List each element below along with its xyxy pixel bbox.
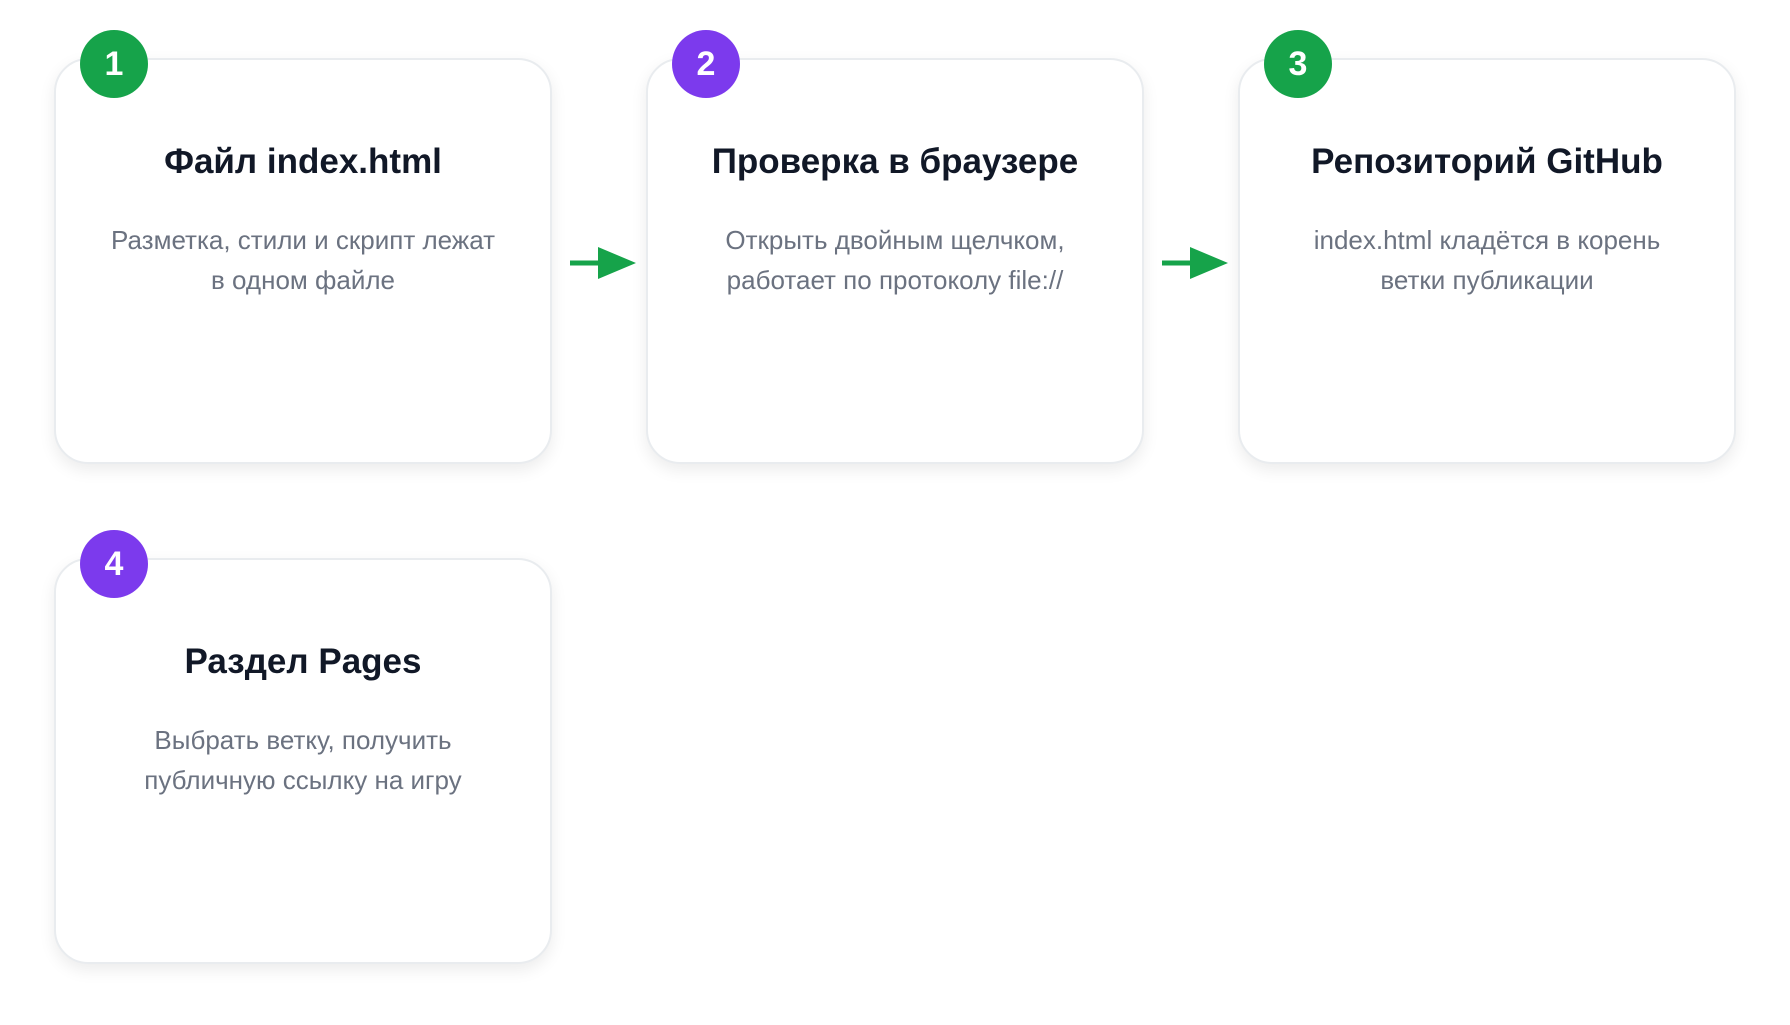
arrow-right-icon bbox=[570, 247, 636, 279]
arrow-right-icon bbox=[1162, 247, 1228, 279]
step-description-2: Открыть двойным щелчком, работает по про… bbox=[725, 225, 1065, 295]
step-title-3: Репозиторий GitHub bbox=[1311, 142, 1663, 181]
step-title-1: Файл index.html bbox=[164, 142, 442, 181]
step-card-2: 2 Проверка в браузере Открыть двойным ще… bbox=[646, 30, 1144, 464]
step-card-1: 1 Файл index.html Разметка, стили и скри… bbox=[54, 30, 552, 464]
step-title-4: Раздел Pages bbox=[184, 642, 422, 681]
step-number-badge-3: 3 bbox=[1264, 30, 1332, 98]
step-number-badge-4: 4 bbox=[80, 530, 148, 598]
step-number-badge-2: 2 bbox=[672, 30, 740, 98]
step-description-4: Выбрать ветку, получить публичную ссылку… bbox=[144, 725, 462, 795]
step-card-3: 3 Репозиторий GitHub index.html кладётся… bbox=[1238, 30, 1736, 464]
step-title-2: Проверка в браузере bbox=[711, 142, 1079, 181]
step-description-3: index.html кладётся в корень ветки публи… bbox=[1313, 225, 1661, 295]
step-number-badge-1: 1 bbox=[80, 30, 148, 98]
step-description-1: Разметка, стили и скрипт лежат в одном ф… bbox=[111, 225, 495, 295]
step-card-4: 4 Раздел Pages Выбрать ветку, получить п… bbox=[54, 530, 552, 964]
